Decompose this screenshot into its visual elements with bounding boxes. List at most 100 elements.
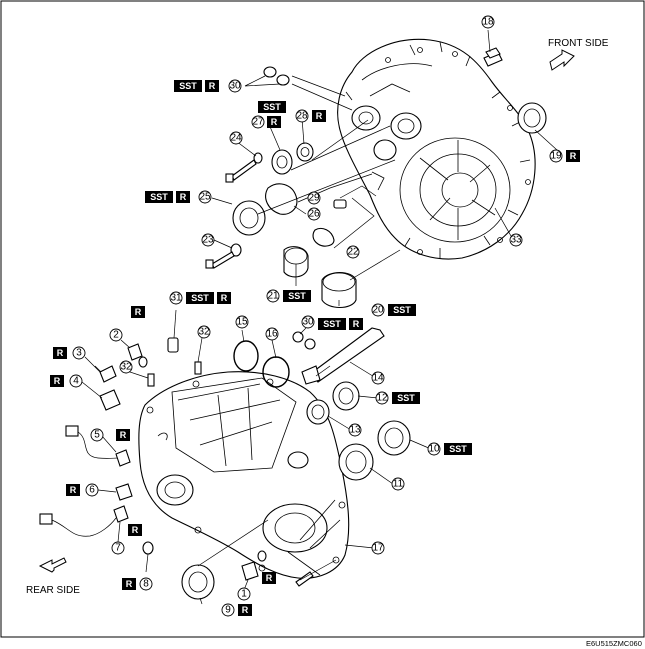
r-badge: R <box>128 524 142 536</box>
svg-text:24: 24 <box>230 133 242 144</box>
bearing-28 <box>296 142 314 162</box>
svg-text:30: 30 <box>302 317 314 328</box>
svg-text:19: 19 <box>550 151 562 162</box>
callout-5: 5 <box>90 428 104 442</box>
sensor-7 <box>39 505 129 537</box>
callout-25: 25 <box>198 190 212 204</box>
rear-side-arrow-icon <box>38 557 67 573</box>
callout-28: 28 <box>295 109 309 123</box>
svg-text:32: 32 <box>198 327 210 338</box>
pin-32-left <box>147 373 155 387</box>
r-badge: R <box>217 292 231 304</box>
switch-4 <box>99 389 121 411</box>
oil-seal-19 <box>517 102 547 134</box>
r-badge: R <box>566 150 580 162</box>
svg-text:R: R <box>209 81 216 91</box>
sst-badge: SST <box>174 80 202 92</box>
callout-7: 7 <box>111 541 125 555</box>
bushings-30-middle <box>292 331 316 350</box>
svg-text:SST: SST <box>179 81 197 91</box>
svg-text:3: 3 <box>76 348 82 359</box>
rear-side-label: REAR SIDE <box>26 585 80 596</box>
bearing-race-20 <box>321 271 357 309</box>
bearing-21 <box>283 246 309 278</box>
callout-32-left: 32 <box>119 360 133 374</box>
r-badge: R <box>312 110 326 122</box>
svg-text:R: R <box>242 605 249 615</box>
callout-33: 33 <box>509 233 523 247</box>
callout-20: 20 <box>371 303 385 317</box>
svg-text:8: 8 <box>143 579 149 590</box>
svg-text:10: 10 <box>428 444 440 455</box>
svg-text:2: 2 <box>113 330 119 341</box>
svg-text:25: 25 <box>199 192 211 203</box>
r-badge: R <box>131 306 145 318</box>
sst-badge: SST <box>388 304 416 316</box>
callout-18: 18 <box>481 15 495 29</box>
svg-text:16: 16 <box>266 329 278 340</box>
oil-seal-9 <box>181 564 215 600</box>
clutch-housing <box>337 38 536 260</box>
svg-text:R: R <box>221 293 228 303</box>
callout-24: 24 <box>229 131 243 145</box>
svg-text:9: 9 <box>225 605 231 616</box>
bearing-12 <box>332 381 360 411</box>
callout-9: 9 <box>221 603 235 617</box>
callout-23: 23 <box>201 233 215 247</box>
callout-1: 1 <box>237 587 251 601</box>
bolt-18 <box>483 47 503 67</box>
svg-text:R: R <box>135 307 142 317</box>
bolt-23 <box>205 243 242 269</box>
bearing-27 <box>271 149 293 175</box>
svg-text:SST: SST <box>397 393 415 403</box>
callout-16: 16 <box>265 327 279 341</box>
oil-guide-22 <box>312 227 335 247</box>
callout-29: 29 <box>307 191 321 205</box>
svg-text:5: 5 <box>94 430 100 441</box>
bearing-10 <box>377 420 411 456</box>
callout-30-middle: 30 <box>301 315 315 329</box>
svg-text:SST: SST <box>191 293 209 303</box>
r-badge: R <box>176 191 190 203</box>
svg-text:18: 18 <box>482 17 494 28</box>
callout-32-right: 32 <box>197 325 211 339</box>
r-badge: R <box>205 80 219 92</box>
sst-badge: SST <box>283 290 311 302</box>
svg-text:29: 29 <box>308 193 320 204</box>
callout-15: 15 <box>235 315 249 329</box>
svg-text:6: 6 <box>89 485 95 496</box>
pin-32-right <box>194 361 202 375</box>
sensor-5 <box>65 425 131 467</box>
svg-text:31: 31 <box>170 293 182 304</box>
snap-ring-15 <box>233 340 259 372</box>
callout-11: 11 <box>391 477 405 491</box>
svg-text:SST: SST <box>150 192 168 202</box>
sst-badge: SST <box>258 101 286 113</box>
shift-rod-14 <box>301 327 385 385</box>
bearing-race-11 <box>338 443 374 481</box>
svg-text:32: 32 <box>120 362 132 373</box>
svg-text:26: 26 <box>308 209 320 220</box>
r-badge: R <box>267 116 281 128</box>
r-badge: R <box>349 318 363 330</box>
svg-text:R: R <box>120 430 127 440</box>
callout-8: 8 <box>139 577 153 591</box>
svg-text:23: 23 <box>202 235 214 246</box>
plug-8 <box>142 541 154 555</box>
svg-text:7: 7 <box>115 543 121 554</box>
svg-text:1: 1 <box>241 589 247 600</box>
callout-17: 17 <box>371 541 385 555</box>
svg-text:12: 12 <box>376 393 388 404</box>
svg-text:15: 15 <box>236 317 248 328</box>
r-badge: R <box>122 578 136 590</box>
svg-text:R: R <box>353 319 360 329</box>
svg-text:R: R <box>126 579 133 589</box>
plug-6 <box>115 483 133 501</box>
svg-text:20: 20 <box>372 305 384 316</box>
callout-14: 14 <box>371 371 385 385</box>
callout-10: 10 <box>427 442 441 456</box>
svg-text:13: 13 <box>349 425 361 436</box>
callout-31: 31 <box>169 291 183 305</box>
svg-text:21: 21 <box>267 291 279 302</box>
